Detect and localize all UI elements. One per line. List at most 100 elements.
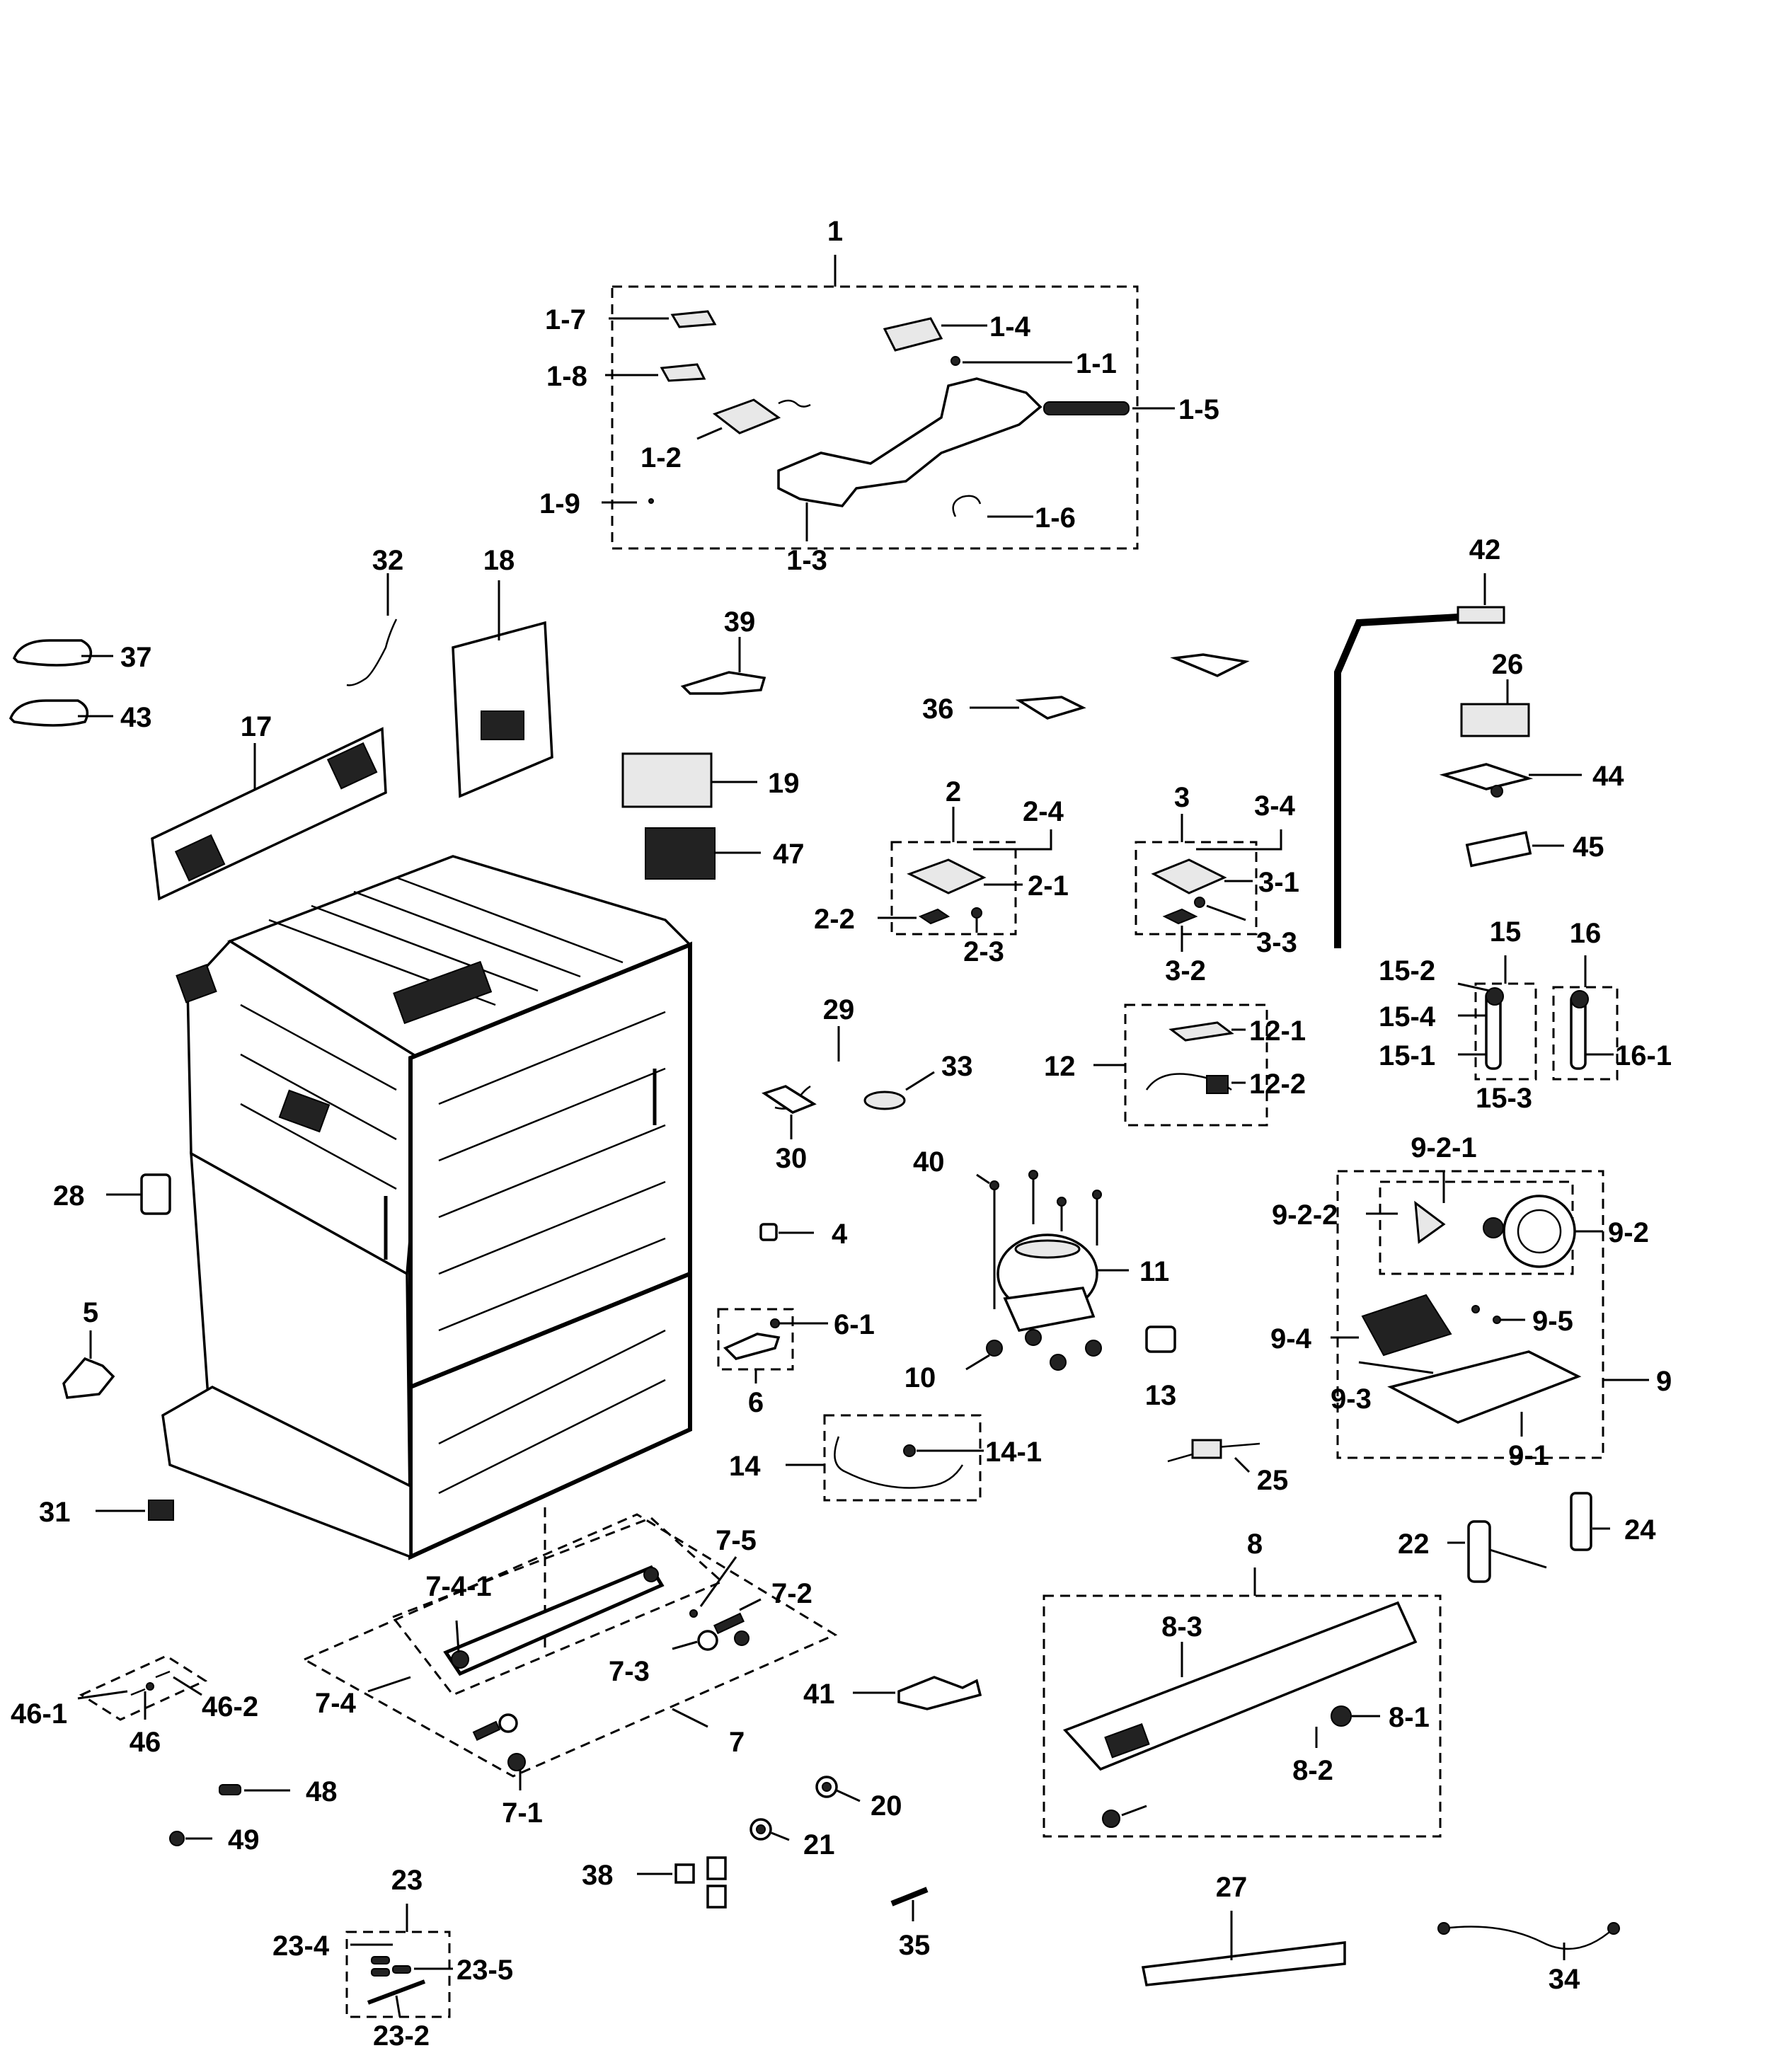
group-44-sensor: 44 (1439, 761, 1624, 798)
group-9-fan-assembly: 9 9-2-1 9-2-2 9-2 9-4 9-5 9-3 9-1 (1270, 1132, 1672, 1471)
label-7-4: 7-4 (315, 1688, 357, 1719)
cabinet-main-body (161, 855, 693, 1649)
label-38: 38 (582, 1860, 614, 1891)
group-26-board: 26 (1460, 649, 1530, 737)
label-44: 44 (1592, 761, 1624, 792)
label-48: 48 (306, 1776, 338, 1807)
label-14-1: 14-1 (985, 1437, 1042, 1468)
label-46-2: 46-2 (202, 1691, 258, 1722)
group-34-wire: 34 (1437, 1922, 1620, 1995)
group-41-bracket: 41 (803, 1676, 982, 1710)
group-12-harness: 12 12-1 12-2 (1044, 1003, 1306, 1127)
label-1-5: 1-5 (1178, 394, 1219, 425)
label-25: 25 (1257, 1465, 1289, 1496)
label-8: 8 (1247, 1529, 1263, 1560)
group-16-valve: 16 16-1 (1552, 918, 1672, 1081)
group-48-screw: 48 (219, 1776, 338, 1807)
group-14-harness: 14 14-1 (729, 1414, 1042, 1502)
label-17: 17 (241, 711, 272, 742)
group-35-tube: 35 (890, 1887, 930, 1961)
label-2-3: 2-3 (963, 936, 1004, 967)
label-9-5: 9-5 (1532, 1306, 1573, 1337)
label-9-2-2: 9-2-2 (1272, 1200, 1338, 1231)
group-38-holders: 38 (582, 1856, 727, 1909)
label-16: 16 (1570, 918, 1602, 949)
label-1-2: 1-2 (641, 442, 682, 473)
label-23: 23 (391, 1865, 423, 1896)
group-36-bracket: 36 (922, 653, 1250, 725)
label-6-1: 6-1 (834, 1309, 875, 1340)
label-15-1: 15-1 (1379, 1040, 1435, 1071)
group-37-43-caps: 37 43 (8, 639, 152, 733)
label-40: 40 (913, 1146, 945, 1178)
label-12-2: 12-2 (1249, 1069, 1306, 1100)
group-18-cover-panel: 18 (452, 545, 553, 798)
group-20-grommet: 20 (815, 1776, 902, 1822)
label-7: 7 (729, 1727, 745, 1758)
label-37: 37 (120, 642, 152, 673)
label-46: 46 (130, 1727, 161, 1758)
group-13-relay: 13 (1145, 1325, 1177, 1411)
label-31: 31 (39, 1497, 71, 1528)
label-1-3: 1-3 (786, 545, 827, 576)
group-8-base-plate: 8 8-3 8-1 8-2 (1043, 1529, 1442, 1838)
label-3-1: 3-1 (1258, 867, 1299, 898)
label-18: 18 (483, 545, 515, 576)
label-23-5: 23-5 (456, 1955, 513, 1986)
label-39: 39 (724, 606, 756, 638)
label-24: 24 (1624, 1514, 1656, 1546)
label-47: 47 (773, 839, 805, 870)
label-11: 11 (1139, 1256, 1169, 1287)
label-32: 32 (372, 545, 404, 576)
label-2-1: 2-1 (1028, 870, 1069, 902)
label-30: 30 (776, 1143, 808, 1174)
label-21: 21 (803, 1829, 835, 1860)
label-20: 20 (871, 1790, 902, 1822)
label-7-4-1: 7-4-1 (425, 1571, 491, 1602)
label-29: 29 (823, 994, 855, 1025)
group-39-bracket: 39 (680, 606, 766, 695)
label-15: 15 (1490, 916, 1522, 948)
label-9-1: 9-1 (1508, 1440, 1549, 1471)
group-24-filter: 24 (1570, 1492, 1656, 1551)
group-21-grommet: 21 (749, 1818, 835, 1860)
group-22-drier: 22 (1398, 1520, 1547, 1583)
label-6: 6 (748, 1387, 764, 1418)
label-9-2: 9-2 (1608, 1217, 1649, 1248)
label-41: 41 (803, 1679, 835, 1710)
group-5-hinge: 5 (62, 1297, 115, 1399)
group-15-valve: 15 15-2 15-4 15-1 15-3 (1379, 916, 1537, 1114)
label-1: 1 (827, 216, 843, 247)
label-23-4: 23-4 (272, 1931, 330, 1962)
label-12-1: 12-1 (1249, 1016, 1306, 1047)
label-36: 36 (922, 694, 954, 725)
label-8-1: 8-1 (1389, 1702, 1430, 1733)
label-13: 13 (1145, 1380, 1177, 1411)
label-19: 19 (768, 768, 800, 799)
group-17-duct: 17 (151, 711, 387, 901)
label-46-1: 46-1 (11, 1698, 67, 1730)
label-9: 9 (1656, 1366, 1672, 1397)
group-47-pcb: 47 (645, 827, 805, 880)
label-7-5: 7-5 (716, 1525, 757, 1556)
group-27-trim: 27 (1141, 1872, 1346, 1986)
label-7-3: 7-3 (609, 1656, 650, 1687)
group-11-compressor: 11 40 10 (904, 1146, 1170, 1393)
label-28: 28 (53, 1180, 85, 1212)
label-43: 43 (120, 702, 152, 733)
label-33: 33 (941, 1051, 973, 1082)
label-26: 26 (1492, 649, 1524, 680)
label-2-2: 2-2 (814, 904, 855, 935)
label-9-4: 9-4 (1270, 1323, 1312, 1354)
group-49-cap: 49 (169, 1824, 260, 1856)
label-1-4: 1-4 (989, 311, 1031, 343)
group-32-wire: 32 (346, 545, 404, 686)
group-31-block: 31 (39, 1497, 174, 1528)
group-33-sensor: 33 (863, 1051, 973, 1110)
label-15-4: 15-4 (1379, 1001, 1436, 1032)
label-3-2: 3-2 (1165, 955, 1206, 986)
label-15-3: 15-3 (1476, 1083, 1532, 1114)
label-34: 34 (1549, 1964, 1580, 1995)
label-4: 4 (832, 1219, 848, 1250)
